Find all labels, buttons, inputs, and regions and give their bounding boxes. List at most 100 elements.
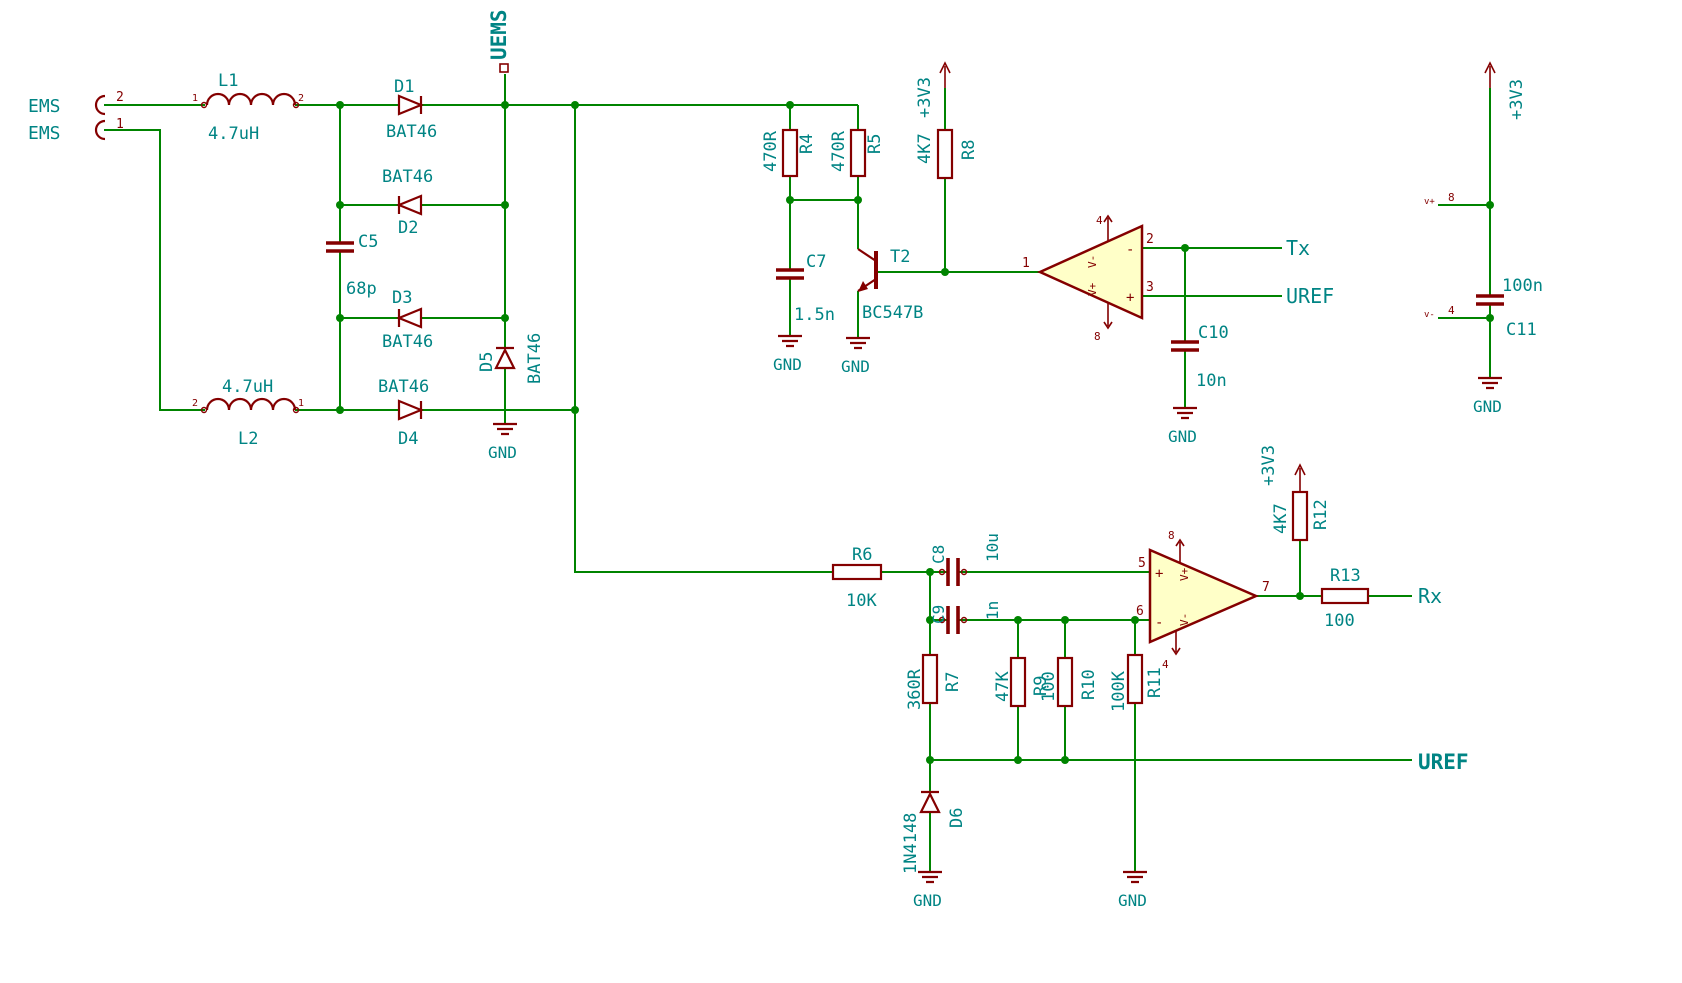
resistor-R6: R6 10K [831, 545, 883, 611]
power-3v3-label: +3V3 [915, 77, 935, 118]
opamp2-minus-sign: - [1155, 615, 1163, 631]
capacitor-C7: C7 1.5n [776, 252, 835, 325]
L2-pin2: 2 [192, 398, 198, 409]
R7-name: R7 [943, 672, 963, 692]
connector-pin-arc-bottom [94, 119, 106, 141]
L2-value: 4.7uH [222, 377, 273, 397]
power-3v3-label: +3V3 [1507, 79, 1527, 120]
opamp2-vminus-label: V- [1178, 613, 1191, 626]
D6-value: 1N4148 [901, 813, 921, 874]
opamp1-vminus-label: V- [1086, 255, 1099, 268]
connector-label-2: EMS [28, 123, 61, 144]
resistor-R11: 100K R11 [1109, 653, 1165, 712]
gnd-label-c11: GND [1473, 397, 1502, 416]
R4-name: R4 [797, 134, 817, 154]
power-unit-vminus-name: v- [1424, 310, 1435, 320]
R5-name: R5 [865, 134, 885, 154]
C5-value: 68p [346, 279, 377, 299]
C9-name: C9 [929, 605, 948, 624]
D3-value: BAT46 [382, 332, 433, 352]
connector-pin1-number: 1 [116, 117, 124, 132]
connector-label-1: EMS [28, 96, 61, 117]
opamp2-pin-in-plus: 5 [1138, 556, 1146, 571]
C10-value: 10n [1196, 371, 1227, 391]
diode-D6: 1N4148 D6 [901, 790, 967, 874]
diode-D3: D3 BAT46 [382, 288, 433, 352]
resistor-R9: 47K R9 [993, 656, 1051, 708]
C8-value: 10u [983, 533, 1002, 562]
opamp1-plus-sign: + [1126, 290, 1134, 306]
L1-pin1: 1 [192, 93, 198, 104]
R13-value: 100 [1324, 611, 1355, 631]
resistor-R13: R13 100 [1320, 566, 1370, 631]
gnd-label-t2: GND [841, 357, 870, 376]
opamp1-pin-v-top: 4 [1096, 214, 1103, 227]
T2-name: T2 [890, 247, 910, 267]
D2-name: D2 [398, 218, 418, 238]
L1-pin2: 2 [298, 93, 304, 104]
power-3v3-label: +3V3 [1259, 445, 1279, 486]
R6-name: R6 [852, 545, 872, 565]
capacitor-C10: C10 10n [1171, 323, 1229, 391]
opamp2-pin-v-bottom: 4 [1162, 658, 1169, 671]
R11-value: 100K [1109, 670, 1129, 712]
R8-name: R8 [959, 140, 979, 160]
C8-name: C8 [929, 545, 948, 564]
opamp2-pin-out: 7 [1262, 580, 1270, 595]
net-label-uref-top: UREF [1286, 284, 1334, 308]
opamp2-pin-in-minus: 6 [1136, 604, 1144, 619]
opamp1-comparator: 1 2 3 4 8 - + V- V+ [1022, 214, 1154, 343]
inductor-L2: 4.7uH L2 2 1 [192, 377, 304, 449]
T2-value: BC547B [862, 303, 923, 323]
gnd-label-d6: GND [913, 891, 942, 910]
opamp2-comparator: 5 6 7 8 4 + - V+ V- [1136, 529, 1270, 671]
transistor-T2: T2 BC547B [857, 247, 923, 323]
power-unit-pin8: 8 [1448, 191, 1455, 204]
R9-name: R9 [1031, 676, 1051, 696]
R13-name: R13 [1330, 566, 1361, 586]
R8-value: 4K7 [915, 133, 935, 164]
opamp2-pin-v-top: 8 [1168, 529, 1175, 542]
C7-value: 1.5n [794, 305, 835, 325]
gnd-label-d5: GND [488, 443, 517, 462]
diode-D1: D1 BAT46 [386, 77, 437, 142]
R10-value: 100 [1039, 671, 1059, 702]
opamp1-vplus-label: V+ [1086, 282, 1099, 296]
R7-value: 360R [905, 668, 925, 710]
R12-value: 4K7 [1271, 503, 1291, 534]
connector-pin2-number: 2 [116, 90, 124, 105]
diode-D4: BAT46 D4 [378, 377, 429, 449]
opamp1-pin-v-bottom: 8 [1094, 330, 1101, 343]
gnd-symbols: GND GND GND GND GND GND GND [488, 334, 1502, 910]
C7-name: C7 [806, 252, 826, 272]
D1-name: D1 [394, 77, 414, 97]
D5-value: BAT46 [525, 333, 545, 384]
resistor-R5: 470R R5 [829, 128, 885, 178]
opamp1-pin-out: 1 [1022, 256, 1030, 271]
net-label-rx: Rx [1418, 584, 1442, 608]
wires [104, 74, 1491, 872]
L1-name: L1 [218, 71, 238, 91]
power-unit-vplus-name: v+ [1424, 197, 1435, 207]
net-label-tx: Tx [1286, 236, 1310, 260]
junction-dots [336, 101, 1494, 764]
gnd-label-c10: GND [1168, 427, 1197, 446]
T2-emitter-arrow [858, 281, 868, 292]
gnd-label-c7: GND [773, 355, 802, 374]
gnd-label-r11: GND [1118, 891, 1147, 910]
power-unit-pin4: 4 [1448, 304, 1455, 317]
resistor-R4: 470R R4 [761, 128, 817, 178]
R12-name: R12 [1311, 499, 1331, 530]
opamp1-pin-in-plus: 3 [1146, 280, 1154, 295]
R5-value: 470R [829, 130, 849, 172]
R10-name: R10 [1079, 669, 1099, 700]
resistor-R7: 360R R7 [905, 653, 963, 710]
L1-value: 4.7uH [208, 124, 259, 144]
connector-ems: EMS EMS 2 1 [28, 90, 124, 144]
diode-D2: BAT46 D2 [382, 167, 433, 238]
capacitor-C5: C5 68p [326, 232, 378, 299]
inductor-L1: L1 4.7uH 1 2 [192, 71, 304, 144]
C11-name: C11 [1506, 320, 1537, 340]
